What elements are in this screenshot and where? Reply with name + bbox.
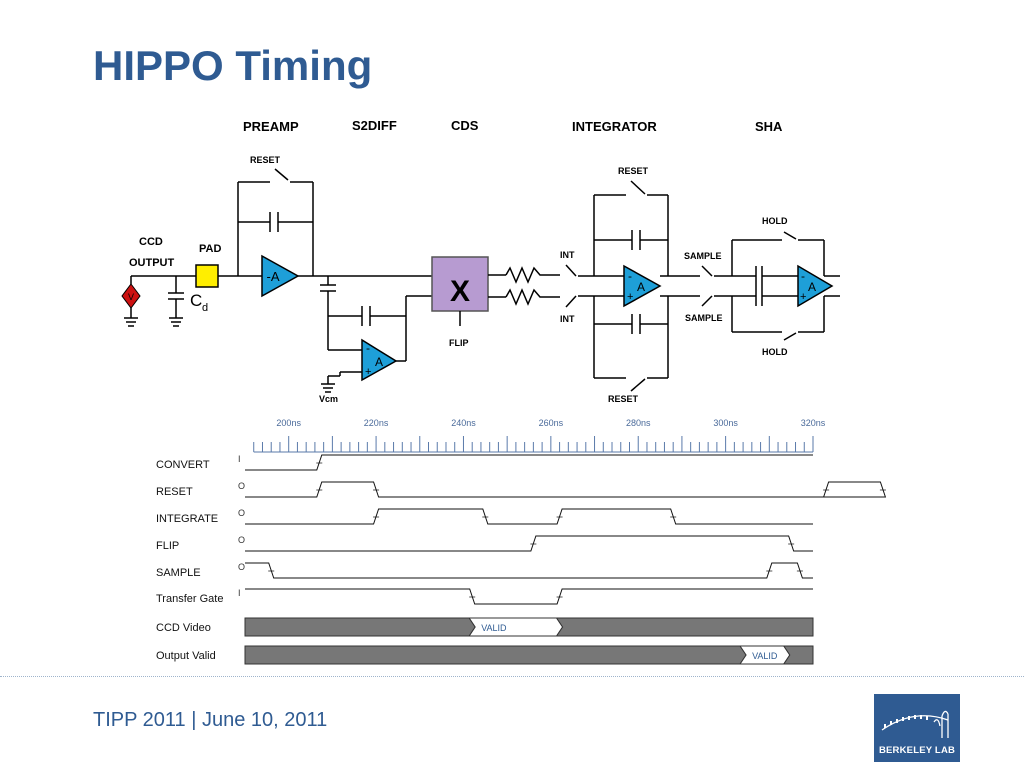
signal-level-marker: O [238,535,245,545]
signal-level-marker: I [238,454,241,464]
bus-invalid-segment [555,617,814,637]
signal-name: RESET [156,486,193,498]
preamp-stage: -A RESET [237,155,432,298]
bus-name: CCD Video [156,622,211,634]
bus-invalid-segment [782,645,814,665]
label-int-top: INT [560,250,575,260]
s2diff-plus: + [365,366,371,378]
time-tick-label: 220ns [364,418,389,428]
slide-title: HIPPO Timing [93,42,373,89]
bus-name: Output Valid [156,650,216,662]
resistor-top [505,266,546,284]
label-vcm: Vcm [319,394,338,404]
ccd-labels: CCD OUTPUT PAD [129,236,221,269]
integrator-plus: + [627,291,633,303]
bus-invalid-segment [244,645,747,665]
s2diff-opamp [361,338,398,382]
sha-plus: + [800,291,806,303]
berkeley-lab-logo-icon [881,710,949,738]
signal-name: CONVERT [156,459,210,471]
signal-waveform [245,588,813,605]
signal-name: INTEGRATE [156,513,218,525]
signal-waveform [245,562,813,579]
bus-valid-label: VALID [752,651,778,661]
footer-text: TIPP 2011 | June 10, 2011 [93,709,328,731]
signal-name: SAMPLE [156,567,201,579]
signal-level-marker: O [238,562,245,572]
stage-label-sha: SHA [755,119,783,134]
time-tick-label: 320ns [801,418,826,428]
circuit-schematic: PREAMP S2DIFF CDS INTEGRATOR SHA V [121,118,840,404]
label-int-bottom: INT [560,314,575,324]
sha-stage: SAMPLE SAMPLE HOLD HOLD - + A [684,216,840,357]
timing-diagram: 200ns 220ns 240ns 260ns 280ns 300ns 320nsCONVE… [156,418,887,665]
signal-name: FLIP [156,540,179,552]
stage-labels: PREAMP S2DIFF CDS INTEGRATOR SHA [243,118,783,134]
bus-invalid-segment [244,617,476,637]
signal-waveform [245,535,813,552]
label-ccd: CCD [139,236,163,248]
s2diff-gain: A [375,355,383,369]
time-tick-label: 260ns [539,418,564,428]
integrator-stage: INT INT RESET RESET - + [560,166,700,404]
label-pad: PAD [199,243,221,255]
label-reset-preamp: RESET [250,155,281,165]
label-cd-subscript: d [202,302,208,314]
label-cd: C [190,291,202,310]
stage-label-cds: CDS [451,118,479,133]
integrator-minus: - [628,269,632,283]
cd-capacitor [168,276,184,327]
berkeley-lab-logo: BERKELEY LAB [874,694,960,762]
signal-level-marker: O [238,481,245,491]
ccd-source: V [121,276,141,327]
signal-level-marker: O [238,508,245,518]
label-output: OUTPUT [129,257,175,269]
source-symbol: V [128,292,134,302]
label-hold-bottom: HOLD [762,347,788,357]
pad-box [195,264,219,288]
sha-gain: A [808,280,816,294]
cds-stage: X FLIP [431,256,560,348]
label-flip: FLIP [449,338,469,348]
label-reset-integrator-top: RESET [618,166,649,176]
integrator-opamp [623,264,662,308]
sha-opamp [797,264,834,308]
preamp-gain: -A [267,269,280,284]
s2diff-minus: - [366,341,370,355]
footer-divider [0,676,1024,677]
stage-label-integrator: INTEGRATOR [572,119,657,134]
signal-waveform [245,508,813,525]
resistor-bottom [505,288,546,306]
label-sample-bottom: SAMPLE [685,313,723,323]
time-tick-label: 240ns [451,418,476,428]
label-reset-integrator-bottom: RESET [608,394,639,404]
preamp-opamp [261,254,300,298]
logo-text: BERKELEY LAB [878,745,956,756]
stage-label-s2diff: S2DIFF [352,118,397,133]
label-sample-top: SAMPLE [684,251,722,261]
signal-level-marker: I [238,588,241,598]
sha-minus: - [801,269,805,283]
time-tick-label: 300ns [713,418,738,428]
signal-waveform [245,481,887,498]
stage-label-preamp: PREAMP [243,119,299,134]
cds-symbol: X [450,275,470,308]
cds-box [431,256,489,312]
time-tick-label: 200ns [276,418,301,428]
signal-name: Transfer Gate [156,593,223,605]
time-tick-label: 280ns [626,418,651,428]
integrator-gain: A [637,280,645,294]
s2diff-stage: - + A Vcm [319,276,432,404]
bus-valid-label: VALID [481,623,507,633]
signal-waveform [245,454,813,471]
label-hold-top: HOLD [762,216,788,226]
